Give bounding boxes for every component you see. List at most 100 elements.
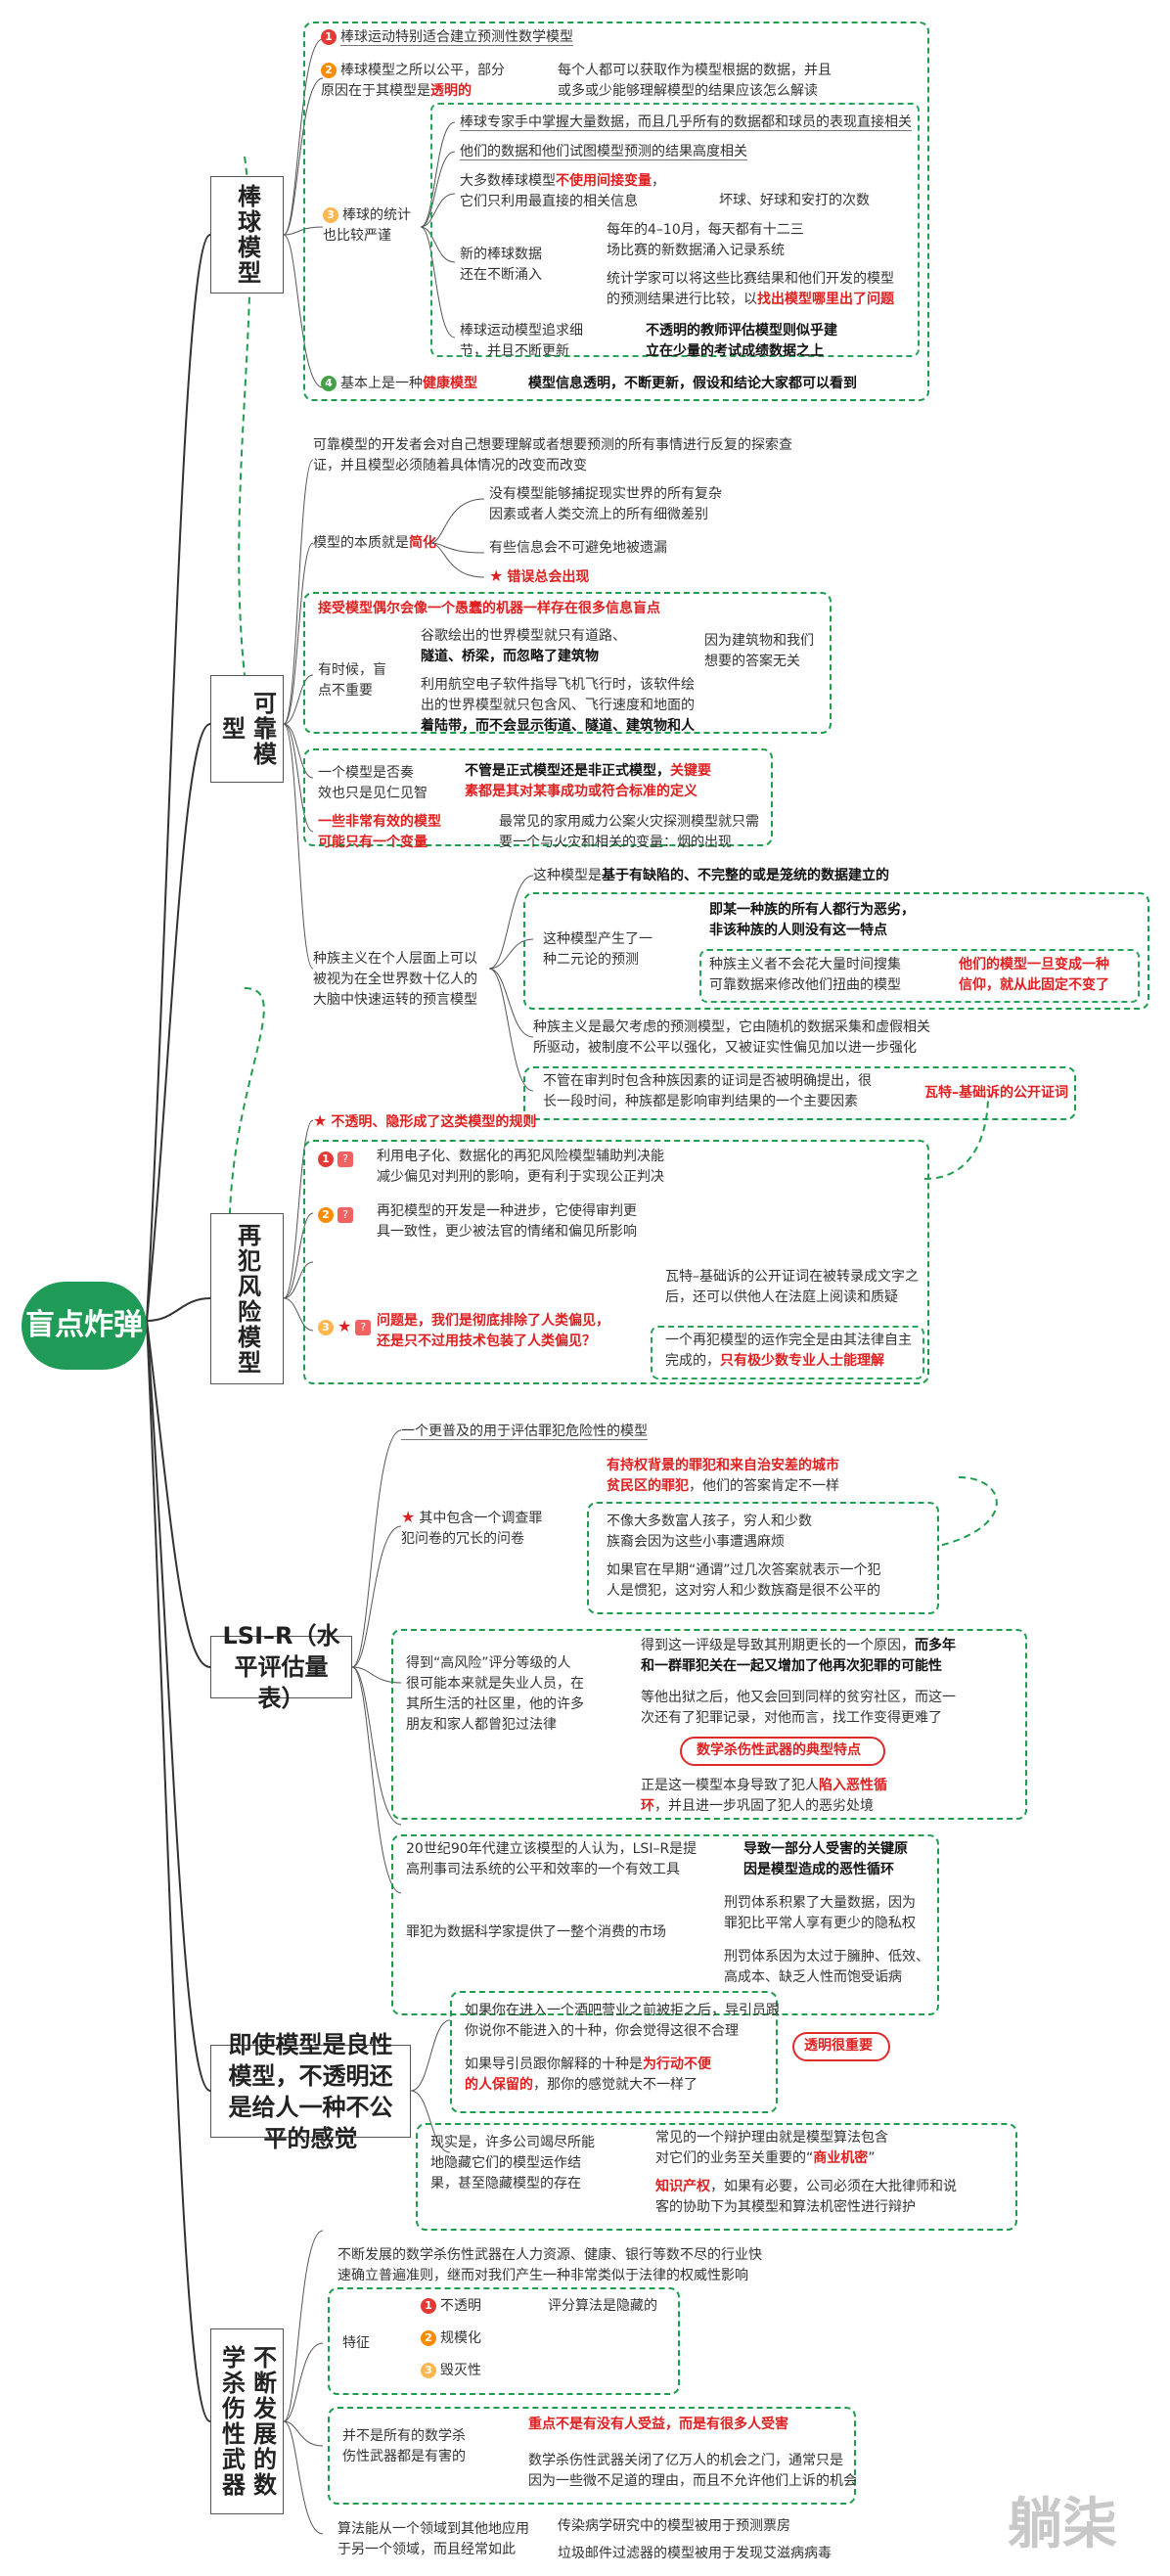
star-icon: ★ (313, 1111, 328, 1130)
lsir-s1-box (587, 1502, 939, 1614)
branch-label: LSI–R（水平评估量表） (222, 1622, 340, 1712)
baseball-stats-box (430, 103, 920, 357)
reliable-s3-box (303, 748, 773, 846)
reliable-s2-c2: 利用航空电子软件指导飞机飞行时，该软件绘出的世界模型就只包含风、飞行速度和地面的… (421, 677, 695, 734)
reliable-s1-c2: 有些信息会不可避免地被遗漏 (489, 540, 667, 556)
branch-label: 棒球模型 (233, 184, 261, 286)
benign-s3-box (416, 2123, 1017, 2231)
lsir-s1-c2: 不像大多数富人孩子，穷人和少数族裔会因为这些小事遭遇麻烦 (607, 1514, 812, 1550)
lsir-s1-c1: 有持权背景的罪犯和来自治安差的城市贫民区的罪犯，他们的答案肯定不一样 (607, 1458, 839, 1494)
recid-item-2-text: 再犯模型的开发是一种进步，它使得审判更具一致性，更少被法官的情绪和偏见所影响 (377, 1203, 637, 1240)
priority-3-icon: 3 (421, 2363, 436, 2378)
recid-item-2: 2? (318, 1205, 357, 1226)
baseball-c2: 他们的数据和他们试图模型预测的结果高度相关 (460, 144, 747, 160)
lsir-s2-c4: 正是这一模型本身导致了犯人陷入恶性循环，并且进一步巩固了犯人的恶劣处境 (641, 1778, 887, 1814)
branch-recidivism-model: 再犯风险模型 (210, 1213, 284, 1384)
benign-s3: 现实是，许多公司竭尽所能地隐藏它们的模型运作结果，甚至隐藏模型的存在 (430, 2135, 595, 2192)
reliable-s5-c4-box (523, 1066, 1076, 1120)
reliable-s5-c2-c: 即某一种族的所有人都行为恶劣，非该种族的人则没有这一特点 (709, 902, 915, 938)
reliable-s1-c1: 没有模型能够捕捉现实世界的所有复杂因素或者人类交流上的所有细微差别 (489, 486, 722, 522)
recid-item-3-c: 瓦特–基础诉的公开证词在被转录成文字之后，还可以供他人在法庭上阅读和质疑 (665, 1269, 919, 1305)
reliable-s5-c4c: 瓦特–基础诉的公开证词 (924, 1085, 1068, 1101)
weapon-s3-label: 算法能从一个领域到其他地应用于另一个领域，而且经常如此 (338, 2521, 529, 2557)
reliable-s5-c4: 不管在审判时包含种族因素的证词是否被明确提出，很长一段时间，种族都是影响审判结果… (543, 1073, 872, 1109)
recid-item-3-text: 问题是，我们是彻底排除了人类偏见，还是只不过用技术包装了人类偏见？ (377, 1313, 609, 1349)
reliable-s5-c2-e: 他们的模型一旦变成一种信仰，就从此固定不变了 (959, 957, 1109, 993)
lsir-s3: 20世纪90年代建立该模型的人认为，LSI–R是提高刑事司法系统的公平和效率的一… (406, 1841, 698, 1877)
flag-icon: ? (338, 1207, 353, 1223)
benign-s3d: 常见的一个辩护理由就是模型算法包含对它们的业务至关重要的“商业机密” (655, 2130, 888, 2166)
benign-s2: 如果导引员跟你解释的十种是为行动不便的人保留的，那你的感觉就大不一样了 (465, 2056, 711, 2093)
weapon-s2-box (328, 2407, 856, 2505)
priority-2-icon: 2 (321, 63, 337, 78)
weapon-f1d: 评分算法是隐藏的 (548, 2298, 657, 2314)
baseball-c1: 棒球专家手中掌握大量数据，而且几乎所有的数据都和球员的表现直接相关 (460, 114, 912, 131)
priority-1-icon: 1 (318, 1152, 334, 1167)
lsir-intro: 一个更普及的用于评估罪犯危险性的模型 (401, 1424, 648, 1440)
star-icon: ★ (401, 1508, 416, 1526)
lsir-s2-c2: 等他出狱之后，他又会回到同样的贫穷社区，而这一次还有了犯罪记录，对他而言，找工作… (641, 1690, 956, 1726)
reliable-s3-c1: 不管是正式模型还是非正式模型，关键要素都是其对某事成功或符合标准的定义 (465, 763, 711, 799)
lsir-s1-label: ★其中包含一个调查罪犯问卷的冗长的问卷 (401, 1508, 543, 1547)
baseball-c5-label: 棒球运动模型追求细节，并且不断更新 (460, 323, 583, 359)
lsir-s2-box (391, 1629, 1027, 1820)
branch-label: 不断发展的数学杀伤性武器 (217, 2345, 277, 2498)
reliable-s1-c3: ★错误总会出现 (489, 566, 590, 585)
branch-label: 再犯风险模型 (233, 1222, 261, 1376)
branch-weapon: 不断发展的数学杀伤性武器 (210, 2328, 284, 2514)
lsir-s4-label: 罪犯为数据科学家提供了一整个消费的市场 (406, 1924, 666, 1940)
branch-lsir: LSI–R（水平评估量表） (210, 1622, 352, 1712)
benign-s2e: 透明很重要 (804, 2038, 873, 2054)
weapon-intro: 不断发展的数学杀伤性武器在人力资源、健康、银行等数不尽的行业快速确立普遍准则，继… (338, 2247, 762, 2283)
flag-icon: ? (338, 1152, 353, 1167)
reliable-s2-box (303, 592, 832, 734)
lsir-s3-box (391, 1834, 939, 2015)
baseball-point-1-text: 棒球运动特别适合建立预测性数学模型 (340, 29, 573, 46)
benign-s3e: 知识产权，如果有必要，公司必须在大批律师和说客的协助下为其模型和算法机密性进行辩… (655, 2179, 957, 2215)
weapon-s2-c2: 数学杀伤性武器关闭了亿万人的机会之门，通常只是因为一些微不足道的理由，而且不允许… (528, 2453, 857, 2489)
baseball-c4-d: 每年的4–10月，每天都有十二三场比赛的新数据涌入记录系统 (607, 222, 804, 258)
reliable-s5-c2-d: 种族主义者不会花大量时间搜集可靠数据来修改他们扭曲的模型 (709, 957, 901, 993)
reliable-s5-c2-box (523, 892, 1149, 1010)
branch-label: 即使模型是良性模型，不透明还是给人一种不公平的感觉 (228, 2030, 393, 2152)
lsir-s2-label: 得到“高风险”评分等级的人很可能本来就是失业人员，在其所生活的社区里，他的许多朋… (406, 1655, 584, 1733)
reliable-s5-c3: 种族主义是最欠考虑的预测模型，它由随机的数据采集和虚假相关所驱动，被制度不公平以… (533, 1019, 930, 1056)
baseball-c4-e: 统计学家可以将这些比赛结果和他们开发的模型的预测结果进行比较，以找出模型哪里出了… (607, 271, 894, 307)
lsir-s2-c1: 得到这一评级是导致其刑期更长的一个原因，而多年和一群罪犯关在一起又增加了他再次犯… (641, 1638, 956, 1674)
priority-1-icon: 1 (321, 29, 337, 45)
branch-baseball-model: 棒球模型 (210, 176, 284, 294)
reliable-s1-label: 模型的本质就是简化 (313, 535, 436, 551)
recid-item-3-d: 一个再犯模型的运作完全是由其法律自主完成的，只有极少数专业人士能理解 (665, 1333, 912, 1369)
reliable-s2-c1c: 因为建筑物和我们想要的答案无关 (704, 633, 814, 669)
branch-benign-model: 即使模型是良性模型，不透明还是给人一种不公平的感觉 (210, 2031, 411, 2152)
recid-group-box (303, 1140, 929, 1384)
weapon-s3-c1: 传染病学研究中的模型被用于预测票房 (558, 2518, 790, 2534)
priority-3-icon: 3 (318, 1320, 334, 1335)
baseball-group-box (303, 22, 929, 401)
recid-item-3: 3 ★? (318, 1316, 375, 1338)
weapon-s2-c1: 重点不是有没有人受益，而是有很多人受害 (528, 2417, 788, 2432)
lsir-s2-c3-box (680, 1737, 885, 1766)
branch-label: 可靠模型 (217, 691, 277, 767)
lsir-s4-c2: 刑罚体系因为太过于臃肿、低效、高成本、缺乏人性而饱受诟病 (724, 1949, 929, 1985)
benign-s1-box (450, 1991, 778, 2113)
star-icon: ★ (338, 1317, 352, 1335)
reliable-s5-c2-inner-box (699, 949, 1140, 1003)
baseball-c3: 大多数棒球模型不使用间接变量，它们只利用最直接的相关信息 (460, 173, 665, 209)
priority-2-icon: 2 (421, 2330, 436, 2346)
priority-4-icon: 4 (321, 376, 337, 391)
flag-icon: ? (355, 1320, 372, 1335)
lsir-s2-c3: 数学杀伤性武器的典型特点 (697, 1742, 861, 1758)
reliable-s4-c1: 最常见的家用威力公案火灾探测模型就只需要一个与火灾和相关的变量：烟的出现 (499, 814, 759, 850)
recid-item-3-d-box (651, 1326, 924, 1379)
reliable-s2-c1: 谷歌绘出的世界模型就只有道路、隧道、桥梁，而忽略了建筑物 (421, 628, 626, 664)
root-label: 盲点炸弹 (25, 1308, 143, 1342)
benign-s2e-box (792, 2032, 890, 2061)
reliable-s2-header: 接受模型偶尔会像一个愚蠢的机器一样存在很多信息盲点 (318, 601, 660, 616)
